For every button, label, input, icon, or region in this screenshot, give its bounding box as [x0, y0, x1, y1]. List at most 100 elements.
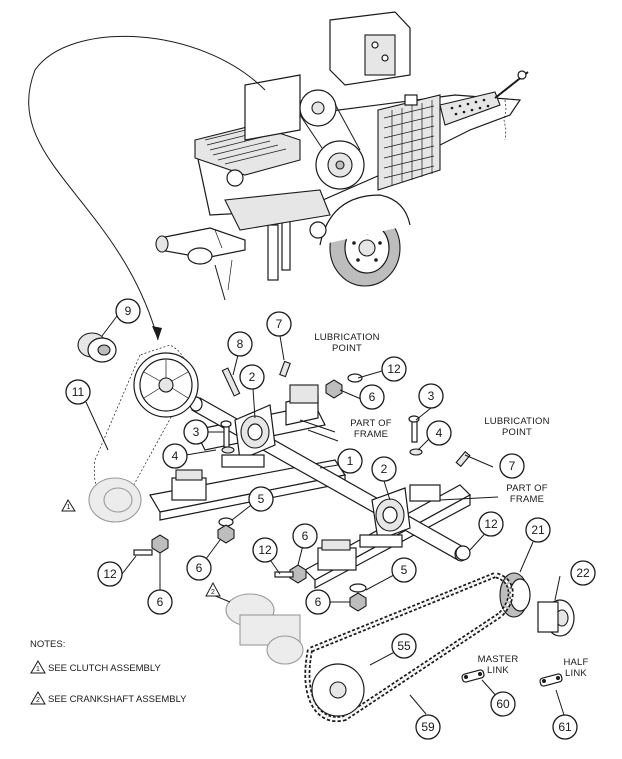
svg-text:11: 11 — [72, 385, 85, 399]
svg-text:59: 59 — [421, 720, 435, 734]
callout-12-right: 12 — [478, 511, 504, 537]
callout-8: 8 — [227, 331, 253, 357]
belt-and-sheave-part-11 — [93, 344, 199, 511]
svg-text:60: 60 — [496, 697, 510, 711]
callout-12-upper: 12 — [381, 356, 407, 382]
svg-text:4: 4 — [172, 449, 179, 463]
svg-text:55: 55 — [397, 639, 411, 653]
part-of-frame-label-upper: PART OF FRAME — [350, 418, 392, 440]
callout-22: 22 — [570, 560, 596, 586]
svg-text:FRAME: FRAME — [354, 429, 388, 440]
svg-text:SEE CRANKSHAFT ASSEMBLY: SEE CRANKSHAFT ASSEMBLY — [48, 694, 187, 705]
svg-text:PART OF: PART OF — [350, 418, 392, 429]
svg-text:9: 9 — [125, 304, 132, 318]
callout-4-left: 4 — [162, 443, 188, 469]
callout-3-right: 3 — [418, 383, 444, 409]
callout-6-center: 6 — [292, 523, 318, 549]
sprocket-hub-parts-21-22 — [499, 572, 575, 637]
svg-text:1: 1 — [67, 504, 71, 511]
svg-text:3: 3 — [193, 425, 200, 439]
half-link-part-61 — [539, 673, 563, 687]
svg-text:1: 1 — [347, 454, 354, 468]
callout-5-upper: 5 — [248, 486, 274, 512]
lubrication-point-label-upper: LUBRICATION POINT — [314, 332, 379, 354]
svg-text:5: 5 — [258, 492, 265, 506]
svg-text:LINK: LINK — [565, 668, 587, 679]
svg-text:POINT: POINT — [332, 343, 362, 354]
svg-text:LINK: LINK — [487, 665, 509, 676]
bearing-part-2-right — [359, 487, 411, 548]
svg-text:7: 7 — [276, 317, 283, 331]
svg-text:12: 12 — [484, 517, 498, 531]
master-link-part-60 — [461, 669, 485, 683]
master-link-label: MASTER LINK — [478, 654, 519, 676]
callout-59: 59 — [415, 714, 441, 740]
callout-1: 1 — [337, 448, 363, 474]
svg-text:6: 6 — [302, 529, 309, 543]
clutch-assembly-ghost — [88, 477, 142, 523]
pin-part-8 — [221, 367, 241, 397]
svg-text:12: 12 — [387, 362, 401, 376]
svg-text:22: 22 — [576, 566, 590, 580]
svg-text:1: 1 — [36, 666, 40, 673]
mount-blocks — [171, 384, 441, 571]
crankshaft-reference-marker: 2 — [205, 581, 221, 597]
callout-2-lower: 2 — [371, 456, 397, 482]
lubrication-point-label-lower: LUBRICATION POINT — [484, 416, 549, 438]
callout-3-left: 3 — [183, 419, 209, 445]
svg-text:6: 6 — [196, 561, 203, 575]
callout-2-upper: 2 — [239, 364, 265, 390]
half-link-label: HALF LINK — [563, 657, 588, 679]
svg-text:61: 61 — [558, 720, 572, 734]
callout-6-left: 6 — [147, 589, 173, 615]
svg-text:2: 2 — [36, 697, 40, 704]
svg-text:21: 21 — [531, 523, 545, 537]
svg-text:2: 2 — [211, 589, 215, 596]
svg-text:HALF: HALF — [563, 657, 588, 668]
svg-text:8: 8 — [237, 337, 244, 351]
callout-60: 60 — [490, 691, 516, 717]
svg-text:LUBRICATION: LUBRICATION — [314, 332, 379, 343]
svg-text:PART OF: PART OF — [506, 483, 548, 494]
svg-text:2: 2 — [249, 370, 256, 384]
callout-61: 61 — [552, 714, 578, 740]
callout-12-mid: 12 — [252, 537, 278, 563]
bearing-part-2-left — [221, 404, 276, 468]
callout-9: 9 — [115, 298, 141, 324]
roller-chain-part-59 — [304, 571, 514, 723]
crankshaft-assembly-ghost — [225, 593, 304, 665]
callout-5-lower: 5 — [391, 557, 417, 583]
callout-11: 11 — [65, 379, 91, 405]
svg-text:12: 12 — [103, 567, 117, 581]
svg-text:12: 12 — [258, 543, 272, 557]
callout-21: 21 — [525, 517, 551, 543]
callout-55: 55 — [391, 633, 417, 659]
svg-text:SEE CLUTCH ASSEMBLY: SEE CLUTCH ASSEMBLY — [48, 663, 161, 674]
svg-text:POINT: POINT — [502, 427, 532, 438]
clutch-reference-marker: 1 — [61, 499, 76, 512]
callout-9-leader — [28, 35, 266, 341]
note-item-2: 2 SEE CRANKSHAFT ASSEMBLY — [30, 691, 187, 705]
svg-text:4: 4 — [436, 426, 443, 440]
svg-text:6: 6 — [315, 595, 322, 609]
notes-section: NOTES: 1 SEE CLUTCH ASSEMBLY 2 SEE CRANK… — [30, 639, 187, 705]
sprocket-part-55 — [311, 663, 365, 717]
svg-text:FRAME: FRAME — [510, 494, 544, 505]
machine-overview-illustration — [155, 11, 529, 301]
pulley-cap-part-9 — [77, 332, 117, 363]
svg-text:MASTER: MASTER — [478, 654, 519, 665]
callout-12-left: 12 — [97, 561, 123, 587]
svg-text:2: 2 — [381, 462, 388, 476]
callout-7-lower: 7 — [499, 453, 525, 479]
note-item-1: 1 SEE CLUTCH ASSEMBLY — [30, 660, 161, 674]
notes-title: NOTES: — [30, 639, 65, 650]
svg-text:6: 6 — [369, 390, 376, 404]
nuts-washers — [133, 373, 471, 612]
svg-text:5: 5 — [401, 563, 408, 577]
svg-text:LUBRICATION: LUBRICATION — [484, 416, 549, 427]
svg-text:3: 3 — [428, 389, 435, 403]
part-of-frame-label-lower: PART OF FRAME — [506, 483, 548, 505]
callout-6-mid: 6 — [186, 555, 212, 581]
svg-text:6: 6 — [157, 595, 164, 609]
